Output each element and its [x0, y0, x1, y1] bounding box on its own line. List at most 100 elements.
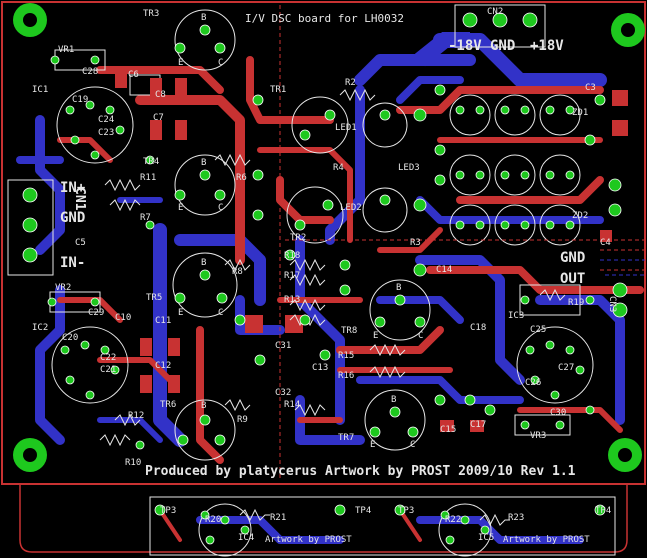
c10-label: C10	[115, 313, 131, 323]
pin-c-tr4: C	[218, 203, 223, 213]
ic4-label: IC4	[238, 533, 254, 543]
pin-c-tr7: C	[410, 440, 415, 450]
tp3-right-label: TP3	[398, 506, 414, 516]
c32-label: C32	[275, 388, 291, 398]
pin-c-tr8: C	[418, 331, 423, 341]
pin-e-tr8: E	[373, 331, 378, 341]
r15-label: R15	[338, 351, 354, 361]
r7-label: R7	[140, 213, 151, 223]
c8-label: C8	[155, 90, 166, 100]
subboard-frame	[149, 496, 616, 556]
r12-label: R12	[128, 411, 144, 421]
power-trace	[415, 32, 470, 67]
c23-label: C23	[98, 128, 114, 138]
c26-label: C26	[525, 378, 541, 388]
in-plus-label: IN+	[60, 180, 85, 196]
c30-label: C30	[550, 408, 566, 418]
led2-label: LED2	[340, 203, 362, 213]
zd2-label: ZD2	[572, 211, 588, 221]
ic1-label: IC1	[32, 85, 48, 95]
silk-labels: I/V DSC board for LH0032 Produced by pla…	[32, 7, 617, 545]
pin-b-tr7: B	[391, 395, 396, 405]
subboard-credit-right: Artwork by PROST	[503, 535, 590, 545]
c15-label: C15	[440, 425, 456, 435]
c27-label: C27	[558, 363, 574, 373]
r9-label: R9	[237, 415, 248, 425]
c18-label: C18	[470, 323, 486, 333]
pin-e-tr7: E	[370, 440, 375, 450]
cn1-label: CN1	[72, 187, 87, 211]
led3-label: LED3	[398, 163, 420, 173]
cn3-label: CN3	[607, 296, 617, 312]
v18-neg-label: -18V	[448, 38, 482, 54]
tr1-label: TR1	[270, 85, 286, 95]
cn2-label: CN2	[487, 7, 503, 17]
vr1-label: VR1	[58, 45, 74, 55]
ic5-label: IC5	[478, 533, 494, 543]
resistor-symbols	[99, 88, 566, 527]
r18-label: R18	[284, 251, 300, 261]
in-minus-label: IN-	[60, 255, 85, 271]
tr4-label: TR4	[143, 157, 159, 167]
c6-label: C6	[128, 70, 139, 80]
r11-label: R11	[140, 173, 156, 183]
c17-label: C17	[470, 420, 486, 430]
ic3-label: IC3	[508, 311, 524, 321]
vr2-label: VR2	[55, 283, 71, 293]
board-title: I/V DSC board for LH0032	[245, 12, 404, 25]
ic-packages	[51, 86, 594, 404]
pin-e-tr5: E	[178, 308, 183, 318]
pin-c-tr5: C	[218, 308, 223, 318]
right-transistor-grid	[449, 94, 581, 246]
out-label: OUT	[560, 271, 585, 287]
c31-label: C31	[275, 341, 291, 351]
dashed-guides	[279, 5, 645, 480]
r13-label: R13	[284, 295, 300, 305]
c7-label: C7	[153, 113, 164, 123]
c4-label: C4	[600, 238, 611, 248]
r21-label: R21	[270, 513, 286, 523]
tr7-label: TR7	[338, 433, 354, 443]
c3-label: C3	[585, 83, 596, 93]
pin-e-tr3: E	[178, 58, 183, 68]
subboard-credit-left: Artwork by PROST	[265, 535, 352, 545]
v18-pos-label: +18V	[530, 38, 564, 54]
tr2-label: TR2	[290, 233, 306, 243]
c28-label: C28	[82, 67, 98, 77]
r23-label: R23	[508, 513, 524, 523]
tp4-right-label: TP4	[595, 506, 611, 516]
mounting-holes	[13, 3, 645, 472]
tr3-label: TR3	[143, 9, 159, 19]
c12-label: C12	[155, 361, 171, 371]
r17-label: R17	[284, 271, 300, 281]
ic2-label: IC2	[32, 323, 48, 333]
through-hole-pads	[22, 12, 628, 545]
vr3-label: VR3	[530, 431, 546, 441]
r22-label: R22	[445, 515, 461, 525]
smd-pads	[115, 70, 628, 432]
pin-b-tr4: B	[201, 158, 206, 168]
gnd-right-label: GND	[560, 250, 585, 266]
r6-label: R6	[236, 173, 247, 183]
pin-b-tr6: B	[201, 401, 206, 411]
c24-label: C24	[98, 115, 114, 125]
r2-label: R2	[345, 78, 356, 88]
pin-b-tr8: B	[396, 283, 401, 293]
transistor-packages	[172, 9, 431, 461]
subboard-ics	[198, 503, 492, 557]
pin-c-tr3: C	[218, 58, 223, 68]
c25-label: C25	[530, 325, 546, 335]
pin-b-tr3: B	[201, 13, 206, 23]
gnd-left-label: GND	[60, 210, 85, 226]
board-outline	[1, 1, 646, 485]
c14-label: C14	[436, 265, 452, 275]
r14-label: R14	[284, 400, 300, 410]
c20-label: C20	[62, 333, 78, 343]
c22-label: C22	[100, 353, 116, 363]
blue-dashed-guides	[600, 259, 645, 276]
gnd-top-label: GND	[490, 38, 515, 54]
c5-label: C5	[75, 238, 86, 248]
tp3-left-label: TP3	[160, 506, 176, 516]
tr6-label: TR6	[160, 400, 176, 410]
